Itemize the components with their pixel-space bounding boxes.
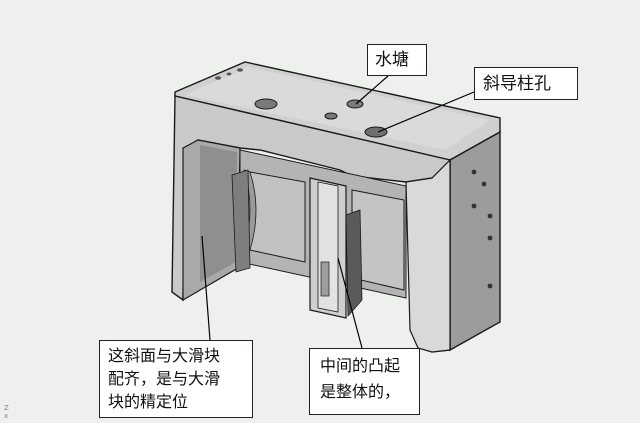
block-top-face-shade xyxy=(185,67,490,150)
left-insert xyxy=(231,169,251,273)
callout-angle-pin-hole: 斜导柱孔 xyxy=(474,67,578,100)
top-hole-large-left xyxy=(254,98,278,110)
top-hole-small xyxy=(324,112,338,120)
side-hole-5 xyxy=(487,235,493,241)
frame-left-slope-inner xyxy=(200,145,237,282)
side-hole-6 xyxy=(487,283,493,289)
callout-water-channel: 水塘 xyxy=(367,44,427,76)
callout-water-channel-text: 水塘 xyxy=(375,50,409,70)
axis-x-label: x xyxy=(4,412,9,420)
boss-note-line-2: 是整体的， xyxy=(320,382,401,401)
central-boss-side-wedge xyxy=(345,209,363,318)
slope-note-line-1: 这斜面与大滑块 xyxy=(108,346,221,365)
side-hole-2 xyxy=(481,181,487,187)
top-hole-tiny-3 xyxy=(226,72,232,76)
side-hole-1 xyxy=(471,169,477,175)
callout-slope-note: 这斜面与大滑块 配齐，是与大滑 块的精定位 xyxy=(99,340,253,418)
top-hole-tiny-2 xyxy=(237,68,243,72)
axis-z-label: Z xyxy=(4,404,9,412)
frame-right-pillar xyxy=(405,158,451,353)
callout-angle-pin-hole-text: 斜导柱孔 xyxy=(483,74,551,94)
slope-note-line-2: 配齐，是与大滑 xyxy=(108,369,221,388)
slope-note-line-3: 块的精定位 xyxy=(108,392,189,411)
axis-triad-icon: Z x xyxy=(4,404,9,420)
leader-boss xyxy=(337,257,363,349)
leader-slope xyxy=(201,235,211,341)
central-boss-slot xyxy=(320,261,330,297)
boss-note-line-1: 中间的凸起 xyxy=(320,356,401,375)
water-channel-hole xyxy=(346,99,364,109)
top-hole-tiny-1 xyxy=(215,76,221,80)
side-hole-4 xyxy=(487,213,493,219)
leader-pin xyxy=(377,91,475,133)
callout-boss-note: 中间的凸起 是整体的， xyxy=(309,348,420,415)
side-hole-3 xyxy=(471,203,477,209)
angle-pin-hole xyxy=(364,126,388,138)
inner-left-cylinder xyxy=(249,171,306,263)
leader-water xyxy=(355,75,389,105)
block-right-face xyxy=(449,130,501,352)
